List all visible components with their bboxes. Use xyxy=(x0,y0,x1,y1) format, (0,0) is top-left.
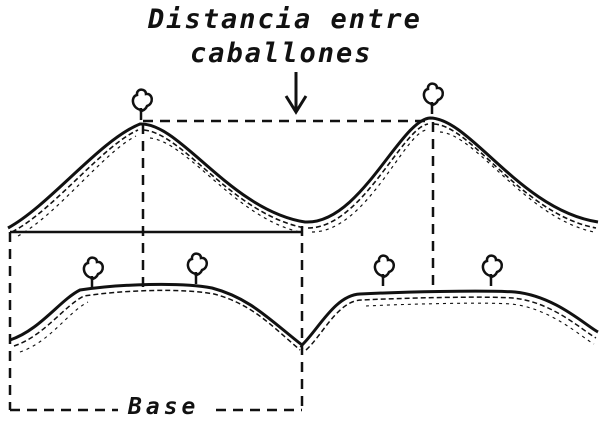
lower-base-profile xyxy=(9,282,599,353)
plant-icon xyxy=(422,82,445,116)
plant-icon xyxy=(82,256,105,290)
distance-label-line1: Distancia entre xyxy=(148,4,422,35)
base-label: Base xyxy=(124,394,204,420)
distance-label-line2: caballones xyxy=(190,38,373,69)
plant-icon xyxy=(131,88,154,122)
dashed-guides xyxy=(8,119,435,412)
plant-icon xyxy=(373,254,396,288)
plant-icon xyxy=(481,254,504,288)
down-arrow-icon xyxy=(284,72,308,115)
upper-ridge-profile xyxy=(7,116,599,237)
plant-icon xyxy=(186,252,209,286)
